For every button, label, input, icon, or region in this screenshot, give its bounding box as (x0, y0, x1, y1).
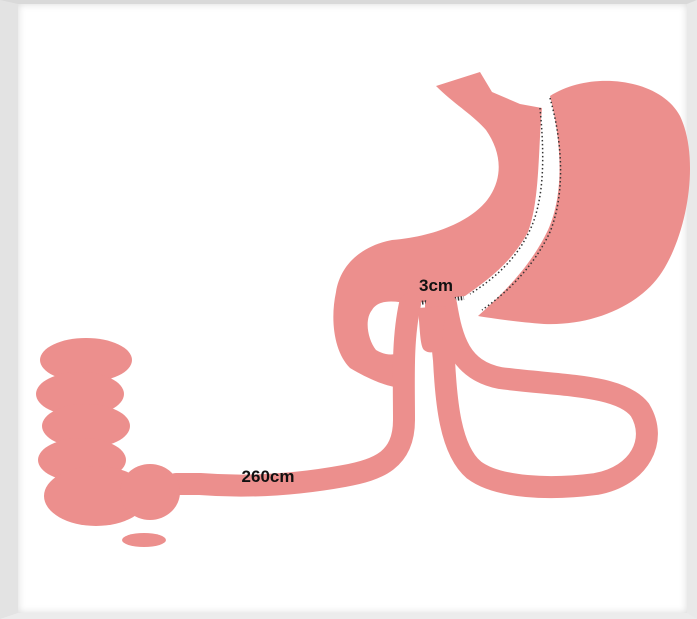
colon (36, 338, 180, 547)
anastomosis-label: 3cm (419, 276, 453, 295)
biliopancreatic-limb (436, 304, 647, 487)
alimentary-limb (176, 304, 410, 486)
limb-length-label: 260cm (242, 467, 295, 486)
